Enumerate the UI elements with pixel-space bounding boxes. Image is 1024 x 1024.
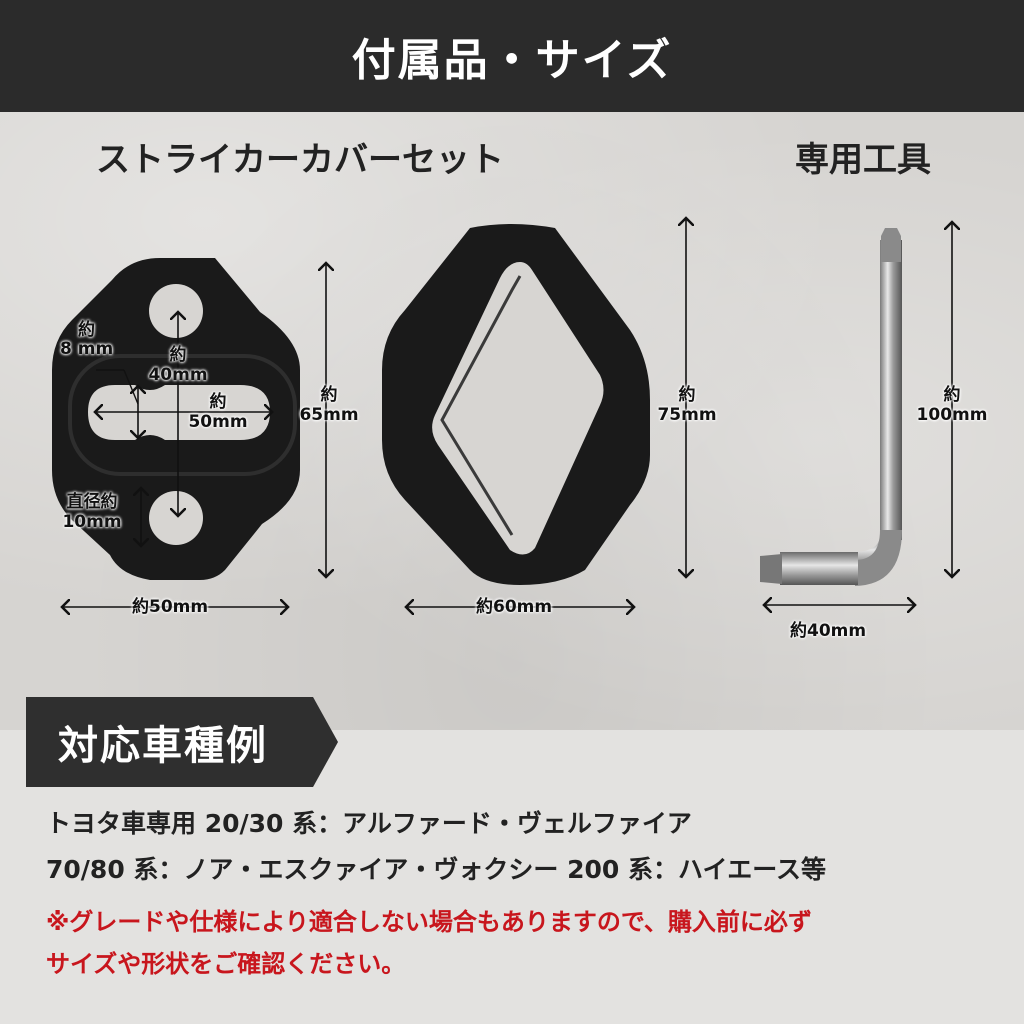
parts-diagram [52,0,1024,700]
note-line-2: サイズや形状をご確認ください。 [46,950,406,978]
note-line-1: ※グレードや仕様により適合しない場合もありますので、購入前に必ず [46,908,812,936]
compat-title: 対応車種例 [58,723,268,769]
tool-height-prefix: 約 [943,385,961,405]
compat-badge: 対応車種例 [26,697,338,787]
hole-spacing-value: 40mm [148,365,208,385]
compat-line-1: トヨタ車専用 20/30 系：アルファード・ヴェルファイア [46,809,692,838]
compat-line-2: 70/80 系：ノア・エスクァイア・ヴォクシー 200 系：ハイエース等 [46,855,827,884]
hole-spacing-label: 約 40mm [148,345,208,385]
tool-height-label: 約 100mm [912,385,992,425]
slot-width-value: 8 mm [60,339,114,359]
hole-diameter-prefix: 直径約 [66,492,118,512]
plate-height-prefix: 約 [320,385,338,405]
hole-diameter-label: 直径約 10mm [56,492,128,532]
page-title: 付属品・サイズ [351,35,673,86]
plate-height-label: 約 65mm [296,385,362,425]
slot-length-value: 50mm [188,412,248,432]
hole-diameter-value: 10mm [62,512,122,532]
plate-height-value: 65mm [299,405,359,425]
header-bar: 付属品・サイズ [0,0,1024,112]
ring-height-value: 75mm [657,405,717,425]
slot-width-prefix: 約 [78,320,95,340]
hex-key-image [760,228,902,586]
ring-width-label: 約60mm [476,597,553,617]
slot-length-label: 約 50mm [188,392,248,432]
ring-height-label: 約 75mm [654,385,720,425]
ring-height-prefix: 約 [678,385,696,405]
striker-set-label: ストライカーカバーセット [96,140,504,180]
hole-spacing-prefix: 約 [169,345,187,365]
tool-height-value: 100mm [916,405,988,425]
tool-label: 専用工具 [795,140,931,180]
slot-width-label: 約 [78,320,95,340]
plate-width-label: 約50mm [132,597,209,617]
diamond-ring-image [382,224,650,585]
slot-length-prefix: 約 [209,392,227,412]
tool-width-label: 約40mm [790,621,867,641]
